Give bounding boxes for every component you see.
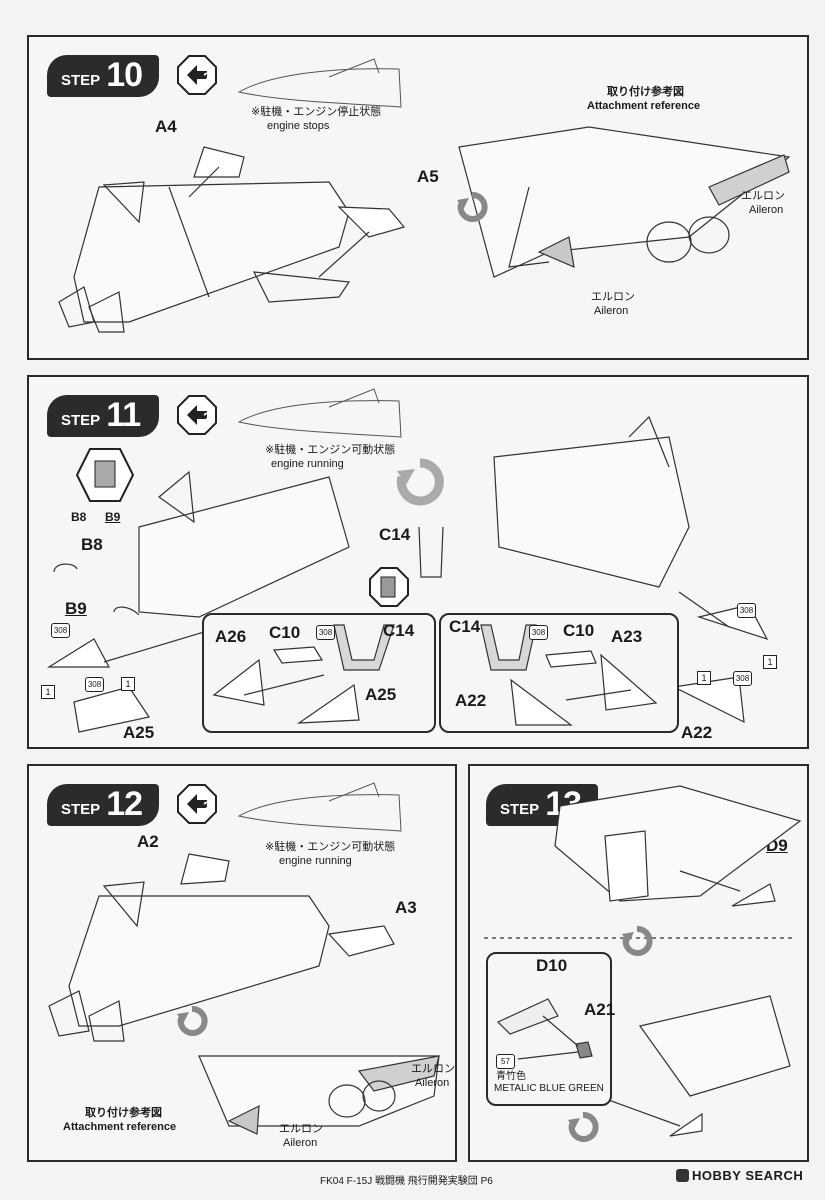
part-label-b9-small: B9 — [105, 510, 121, 524]
svg-text:?: ? — [203, 69, 212, 85]
brand-watermark: HOBBY SEARCH — [676, 1168, 803, 1183]
rotate-arrow-icon — [622, 926, 653, 956]
reference-title-en: Attachment reference — [587, 100, 701, 112]
part-label-a21: A21 — [584, 1000, 616, 1019]
aileron-label-en: Aileron — [415, 1077, 450, 1089]
nose-assembly-drawing — [484, 785, 802, 1137]
part-label-c14: C14 — [379, 525, 411, 544]
paint-name-en: METALIC BLUE GREEN — [494, 1083, 604, 1094]
state-note-jp: ※駐機・エンジン可動状態 — [265, 841, 396, 853]
state-note-jp: ※駐機・エンジン停止状態 — [251, 106, 382, 118]
detail-right-drawing — [480, 624, 658, 726]
state-note-en: engine running — [279, 855, 352, 867]
rotate-arrow-icon — [396, 458, 444, 506]
part-label-b8: B8 — [81, 535, 103, 554]
detail-left-drawing — [212, 624, 395, 724]
choice-octagon-icon: ? — [177, 395, 217, 435]
step-12-badge: STEP 12 — [47, 784, 159, 826]
aileron-label-jp-2: エルロン — [591, 291, 635, 303]
part-label-a4: A4 — [155, 117, 177, 136]
state-note-jp: ※駐機・エンジン可動状態 — [265, 444, 396, 456]
part-label-a26: A26 — [215, 627, 247, 646]
detail-box-right — [439, 613, 679, 733]
part-label-a3: A3 — [395, 898, 417, 917]
aileron-label-en-2: Aileron — [594, 305, 629, 317]
paint-name-jp: 青竹色 — [496, 1071, 526, 1082]
paint-code-308: 308 — [529, 625, 548, 640]
reference-drawing — [458, 126, 791, 278]
part-label-a22: A22 — [681, 723, 713, 742]
hexagon-detail-icon — [75, 448, 135, 502]
rotate-arrow-icon — [177, 1006, 208, 1036]
paint-code-308: 308 — [85, 677, 104, 692]
step-13-panel: STEP 13 D9 D10 A2 — [468, 764, 809, 1162]
rotate-arrow-icon — [568, 1112, 599, 1142]
brand-logo-icon — [676, 1169, 689, 1182]
aileron-label-jp: エルロン — [411, 1063, 455, 1075]
fuselage-drawing — [48, 853, 440, 1135]
decal-number-1: 1 — [697, 671, 711, 685]
step-11-panel: STEP 11 ? ※駐機・エンジン可動状態 engine running B8… — [27, 375, 809, 749]
part-label-c14-right: C14 — [449, 617, 481, 636]
step-10-panel: STEP 10 ? ※駐機・エンジン停止状態 engine stops A4 A… — [27, 35, 809, 360]
choice-octagon-icon: ? — [177, 55, 217, 95]
reference-title-jp: 取り付け参考図 — [85, 1107, 162, 1119]
aileron-label-en-2: Aileron — [283, 1137, 318, 1149]
decal-number-1: 1 — [763, 655, 777, 669]
step-12-panel: STEP 12 ? ※駐機・エンジン可動状態 engine running A2… — [27, 764, 457, 1162]
paint-code-308: 308 — [737, 603, 756, 618]
paint-code-308: 308 — [51, 623, 70, 638]
aileron-label-jp-2: エルロン — [279, 1123, 323, 1135]
step-10-badge: STEP 10 — [47, 55, 159, 97]
airplane-silhouette-icon — [237, 782, 402, 832]
part-label-a5: A5 — [417, 167, 439, 186]
step-11-badge: STEP 11 — [47, 395, 159, 437]
state-note-en: engine stops — [267, 120, 330, 132]
svg-text:?: ? — [203, 409, 212, 425]
paint-code-57: 57 — [496, 1054, 515, 1069]
paint-code-308: 308 — [316, 625, 335, 640]
part-label-c10-right: C10 — [563, 621, 595, 640]
fuselage-drawing — [46, 415, 769, 733]
aileron-label-jp: エルロン — [741, 190, 785, 202]
part-label-a22-right: A22 — [455, 691, 487, 710]
part-label-b8-small: B8 — [71, 510, 87, 524]
part-label-a25: A25 — [123, 723, 155, 742]
paint-code-308: 308 — [733, 671, 752, 686]
page-footer: FK04 F-15J 戦闘機 飛行開発実験団 P6 — [320, 1176, 493, 1187]
decal-number-1: 1 — [121, 677, 135, 691]
choice-octagon-icon: ? — [177, 784, 217, 824]
fuselage-drawing — [58, 146, 406, 333]
svg-text:?: ? — [203, 798, 212, 814]
part-label-d10: D10 — [536, 956, 568, 975]
part-label-a23: A23 — [611, 627, 643, 646]
reference-title-jp: 取り付け参考図 — [607, 86, 684, 98]
detail-box-d10 — [486, 952, 612, 1106]
rotate-arrow-icon — [457, 192, 488, 222]
part-label-c10-left: C10 — [269, 623, 301, 642]
part-label-c14-left: C14 — [383, 621, 415, 640]
part-label-b9: B9 — [65, 599, 87, 618]
part-label-a25-left: A25 — [365, 685, 397, 704]
detail-octagon-icon — [369, 567, 409, 607]
airplane-silhouette-icon — [237, 58, 402, 108]
detail-d10-drawing — [496, 998, 593, 1060]
reference-title-en: Attachment reference — [63, 1121, 177, 1133]
decal-number-1: 1 — [41, 685, 55, 699]
state-note-en: engine running — [271, 458, 344, 470]
part-label-a2: A2 — [137, 832, 159, 851]
aileron-label-en: Aileron — [749, 204, 784, 216]
airplane-silhouette-icon — [237, 388, 402, 438]
